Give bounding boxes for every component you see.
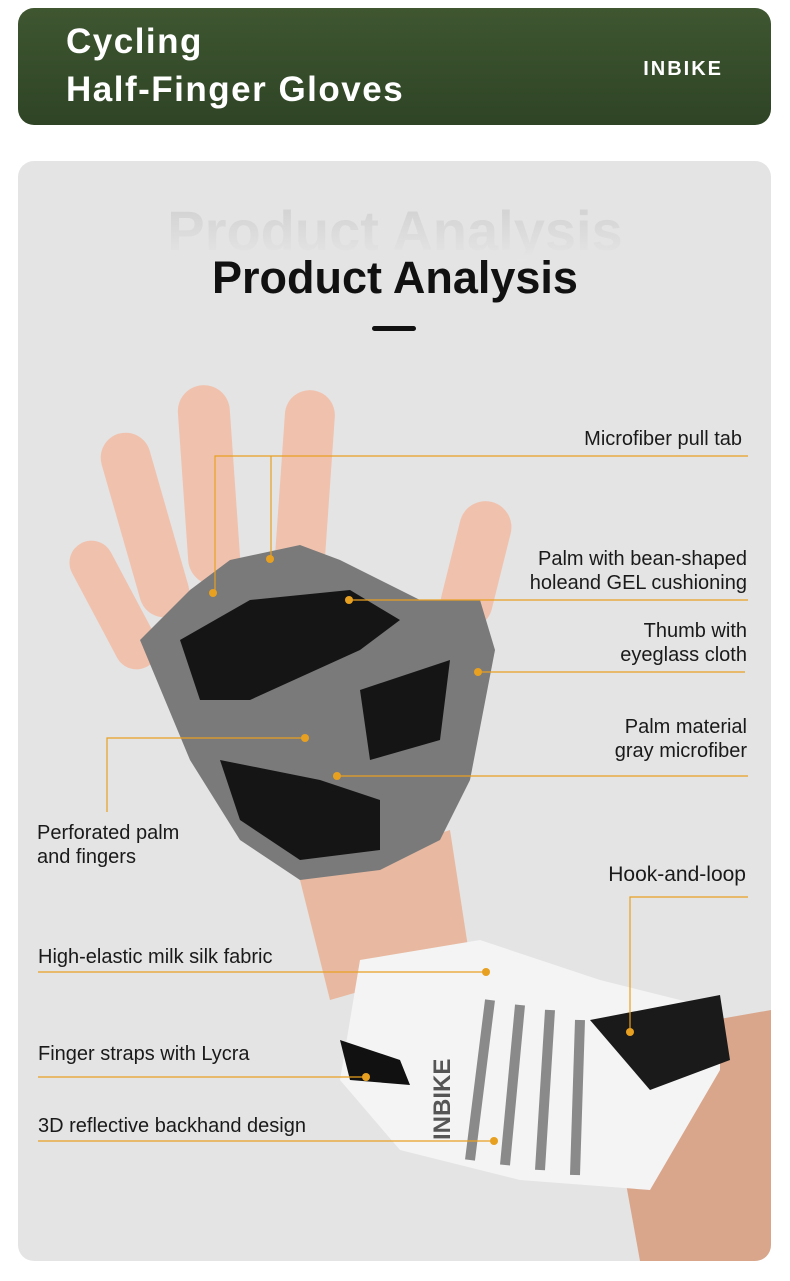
banner-title-line2: Half-Finger Gloves: [66, 70, 405, 109]
brand-logo: INBIKE: [643, 58, 723, 80]
gel-pad-thumb: [360, 660, 450, 760]
hook-loop-strap: [590, 995, 730, 1090]
callout-reflective: 3D reflective backhand design: [38, 1115, 306, 1137]
ring-finger: [100, 432, 190, 618]
finger-strap: [340, 1040, 410, 1085]
callout-dots: [209, 555, 634, 1145]
section-title: Product Analysis: [212, 252, 578, 303]
header-banner: Cycling Half-Finger Gloves INBIKE: [18, 8, 771, 125]
callout-milk-silk: High-elastic milk silk fabric: [38, 946, 273, 968]
gel-pad-upper: [180, 590, 400, 700]
glove-brand-print: INBIKE: [429, 1059, 456, 1140]
banner-title-line1: Cycling: [66, 22, 203, 61]
gel-pad-lower: [220, 760, 380, 860]
callout-finger-straps: Finger straps with Lycra: [38, 1043, 250, 1065]
thumb: [440, 501, 512, 629]
index-finger: [275, 390, 335, 580]
callout-microfiber-pull-tab: Microfiber pull tab: [584, 428, 742, 450]
callout-hook-loop: Hook-and-loop: [608, 863, 746, 886]
glove-back: [340, 940, 720, 1190]
callout-lines: [38, 455, 748, 1142]
pinky-finger: [69, 540, 159, 670]
middle-finger: [177, 385, 241, 585]
ghost-title: Product Analysis: [0, 198, 790, 263]
title-underline: [372, 326, 416, 331]
